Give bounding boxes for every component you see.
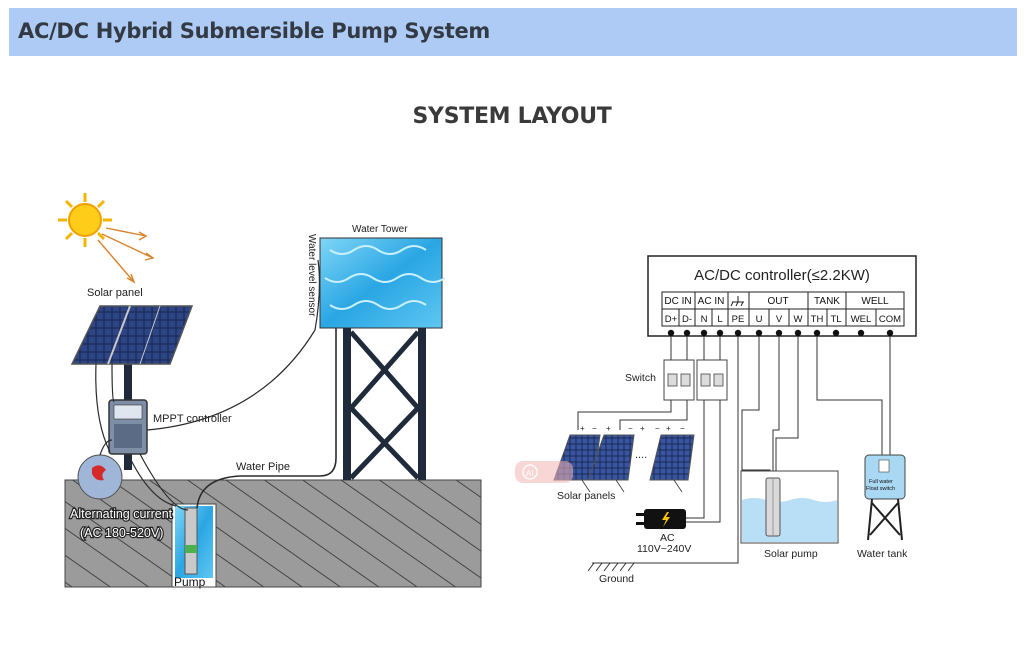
terminal-label: U <box>756 314 763 325</box>
water-tank-label: Water tank <box>857 548 908 560</box>
svg-text:+: + <box>666 424 671 433</box>
water-pipe-label: Water Pipe <box>236 461 290 473</box>
ground-symbol-icon <box>730 296 744 307</box>
ac-label: AC <box>660 532 675 544</box>
submersible-pump <box>184 507 198 575</box>
terminal-label: V <box>776 314 783 325</box>
sunray-arrows <box>97 227 155 284</box>
sun-icon <box>58 193 112 247</box>
terminal-label: WEL <box>851 314 872 325</box>
right-wires <box>577 336 891 564</box>
svg-text:+: + <box>606 424 611 433</box>
solar-panels-label: Solar panels <box>557 490 615 502</box>
ac-plug-icon <box>636 509 686 529</box>
svg-text:−: − <box>680 424 685 433</box>
plug-icon <box>92 465 106 481</box>
controller-title: AC/DC controller(≤2.2KW) <box>694 267 870 284</box>
group-tank: TANK <box>814 296 840 307</box>
ground-line <box>587 562 640 572</box>
svg-text:−: − <box>592 424 597 433</box>
terminal-screws <box>667 329 894 337</box>
ground-block <box>64 479 482 588</box>
svg-text:−: − <box>655 424 660 433</box>
acdc-controller: AC/DC controller(≤2.2KW) DC IN AC IN OUT… <box>647 255 917 337</box>
panels-ellipsis: .... <box>635 449 647 461</box>
group-out: OUT <box>767 296 788 307</box>
ground-label: Ground <box>599 573 634 585</box>
water-tower-label: Water Tower <box>352 224 408 235</box>
terminal-label: TH <box>811 314 824 325</box>
solar-panel-label: Solar panel <box>87 287 143 299</box>
switch-label: Switch <box>625 372 656 384</box>
terminal-label: W <box>794 314 803 325</box>
mppt-controller <box>108 399 148 455</box>
ac-voltage-label: 110V~240V <box>637 543 691 555</box>
water-level-sensor-label: Water level sensor <box>306 234 317 317</box>
mppt-label: MPPT controller <box>153 413 232 425</box>
section-title: SYSTEM LAYOUT <box>412 104 612 129</box>
float-switch-line1: Full water <box>869 479 893 485</box>
ac-label-line1: Alternating current <box>70 507 173 521</box>
terminal-label: COM <box>879 314 901 325</box>
group-dc-in: DC IN <box>664 296 691 307</box>
watermark-text: AI <box>526 469 534 478</box>
water-pipe <box>196 320 337 509</box>
svg-text:+: + <box>640 424 645 433</box>
ac-switch <box>696 359 728 401</box>
ac-label-line2: (AC 180-520V) <box>80 526 163 540</box>
solar-pump-label: Solar pump <box>764 548 818 560</box>
page-header: AC/DC Hybrid Submersible Pump System <box>9 8 1017 56</box>
terminal-label: PE <box>732 314 745 325</box>
svg-text:−: − <box>628 424 633 433</box>
solar-pump-well <box>740 470 839 544</box>
float-switch-line2: Float switch <box>866 486 895 492</box>
terminal-label: N <box>701 314 708 325</box>
water-tank-icon <box>864 454 906 541</box>
svg-text:+: + <box>580 424 585 433</box>
left-cables <box>95 259 321 511</box>
terminal-label: D+ <box>665 314 678 325</box>
group-well: WELL <box>861 296 889 307</box>
pump-label: Pump <box>174 575 206 589</box>
terminal-label: D- <box>682 314 692 325</box>
terminal-label: L <box>717 314 722 325</box>
group-ac-in: AC IN <box>698 296 725 307</box>
terminal-label: TL <box>830 314 841 325</box>
page-title: AC/DC Hybrid Submersible Pump System <box>18 19 490 43</box>
water-tower <box>319 237 446 480</box>
dc-switch <box>663 359 695 401</box>
watermark-badge: AI <box>515 461 573 483</box>
solar-panels-row: +−+ −+−+− <box>553 424 695 493</box>
